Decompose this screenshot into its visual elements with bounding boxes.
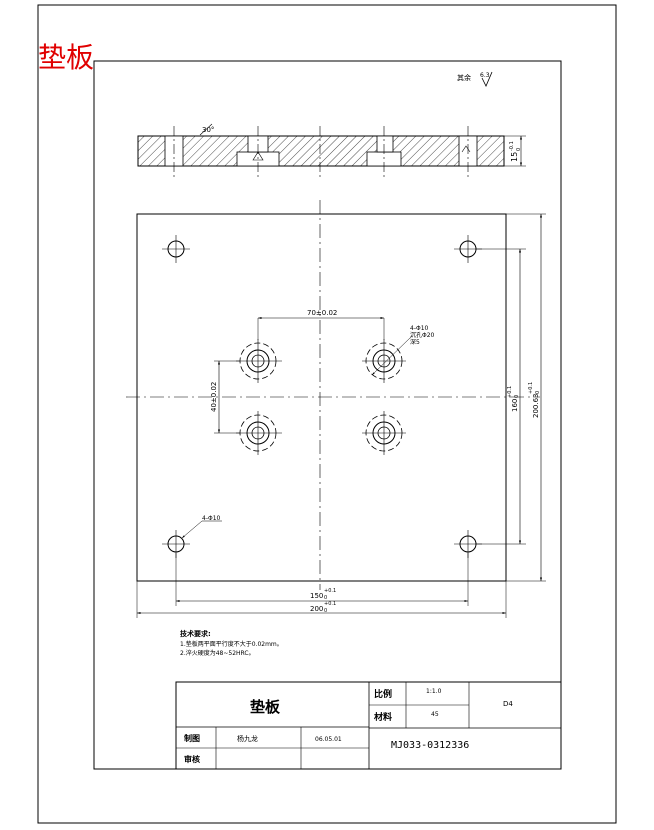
section-body <box>137 135 505 167</box>
dim-inner-height: 160 <box>511 399 519 412</box>
callout-bolt-line-3: 深5 <box>410 338 420 346</box>
title-material-value: 45 <box>431 711 439 718</box>
tech-note-1: 1.垫板两平面平行度不大于0.02mm。 <box>180 640 283 648</box>
dim-bolt-spacing-y: 40±0.02 <box>210 382 218 412</box>
dim-inner-width-tol-lower: 0 <box>324 595 327 601</box>
title-sheet-code: D4 <box>503 700 513 708</box>
dim-outer-width-tol-lower: 0 <box>324 608 327 614</box>
surface-mark-icon <box>252 151 264 161</box>
thickness-tol-upper: -0.1 <box>509 141 515 151</box>
thickness-tol-lower: 0 <box>516 148 522 151</box>
callout-corner-holes: 4-Φ10 <box>202 515 221 522</box>
title-drawing-number: MJ033-0312336 <box>391 740 469 751</box>
section-bore-right <box>376 135 394 153</box>
tech-note-2: 2.淬火硬度为48~52HRC。 <box>180 649 255 657</box>
title-drawn-label: 制图 <box>184 733 200 743</box>
bolt-holes <box>236 339 406 455</box>
tech-notes-heading: 技术要求: <box>180 629 211 638</box>
callout-bolt-line-2: 沉孔Φ20 <box>410 331 435 339</box>
title-part-name: 垫板 <box>250 698 281 716</box>
chamfer-label: 30° <box>202 126 214 134</box>
thickness-label: 15 <box>510 152 519 162</box>
dim-outer-width: 200 <box>310 605 323 613</box>
dim-outer-height: 200.63 <box>532 394 540 419</box>
inner-frame <box>93 60 562 770</box>
dim-inner-width-tol-upper: +0.1 <box>324 588 336 594</box>
plan-view: 70±0.02 40±0.02 4-Φ10 沉孔Φ20 深5 4-Φ10 150… <box>126 200 546 618</box>
callout-bolt-line-1: 4-Φ10 <box>410 325 429 332</box>
dim-inner-width: 150 <box>310 592 323 600</box>
dim-inner-height-tol-lower: 0 <box>514 395 520 398</box>
outer-frame <box>37 4 617 824</box>
surface-symbol-value: 6.3 <box>480 72 490 79</box>
title-date: 06.05.01 <box>315 736 342 743</box>
title-block <box>175 681 562 770</box>
dim-outer-width-tol-upper: +0.1 <box>324 601 336 607</box>
title-scale-label: 比例 <box>374 688 392 700</box>
plate-outline <box>136 213 507 582</box>
dim-bolt-spacing-x: 70±0.02 <box>307 309 337 317</box>
dim-outer-height-tol-lower: 0 <box>535 391 541 394</box>
surface-mark-icon-2 <box>461 145 471 153</box>
title-drawn-by: 杨九龙 <box>237 734 258 743</box>
section-view: 30° 15 -0.1 0 <box>137 123 526 178</box>
title-material-label: 材料 <box>373 711 392 723</box>
title-scale-value: 1:1.0 <box>426 688 442 695</box>
dim-outer-height-tol-upper: +0.1 <box>528 382 534 394</box>
header-title: 垫板 <box>38 41 94 74</box>
surface-note: 其余 <box>457 73 471 82</box>
dim-inner-height-tol-upper: +0.1 <box>507 386 513 398</box>
title-check-label: 审核 <box>184 754 200 764</box>
surface-finish-icon <box>481 71 493 87</box>
tech-notes: 技术要求: 1.垫板两平面平行度不大于0.02mm。 2.淬火硬度为48~52H… <box>180 629 283 657</box>
